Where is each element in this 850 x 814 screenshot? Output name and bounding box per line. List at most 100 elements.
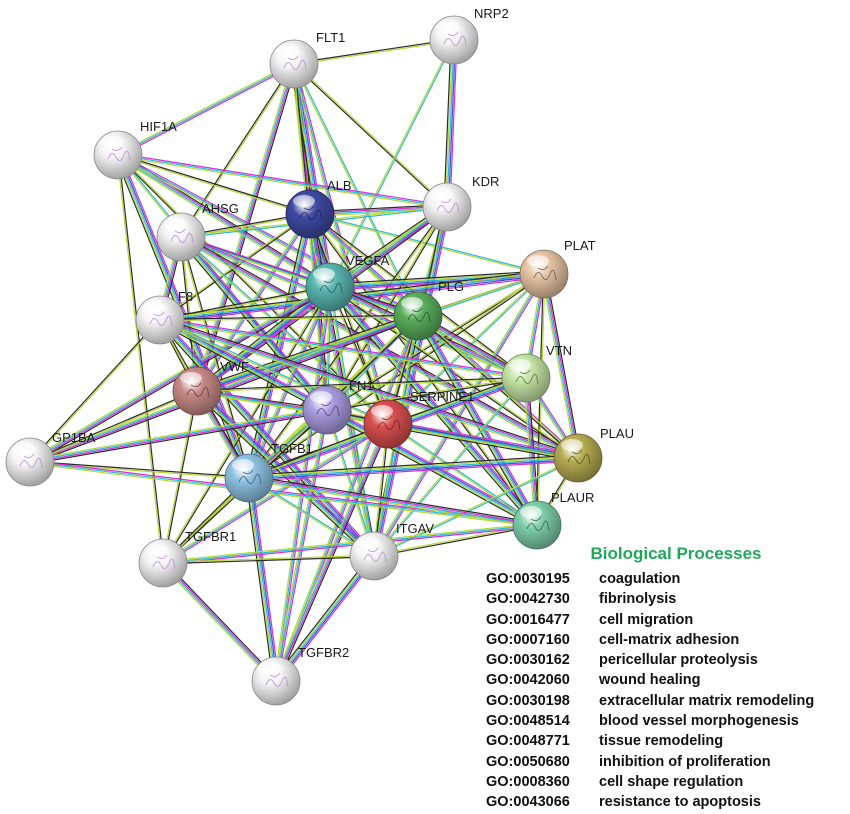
- edge-evidence-line: [329, 286, 538, 526]
- edge-evidence-line: [309, 214, 544, 276]
- protein-node-ALB[interactable]: ALB: [285, 178, 352, 239]
- protein-node-PLAU[interactable]: PLAU: [553, 426, 634, 483]
- interaction-edge-TGFBR1-ITGAV: [162, 554, 375, 565]
- protein-node-AHSG[interactable]: AHSG: [156, 201, 239, 262]
- protein-node-SERPINE1[interactable]: SERPINE1: [363, 389, 474, 449]
- protein-node-PLAUR[interactable]: PLAUR: [512, 490, 594, 550]
- edge-evidence-line: [248, 477, 277, 682]
- protein-node-HIF1A[interactable]: HIF1A: [93, 119, 177, 180]
- interaction-edge-ALB-PLAT: [309, 212, 545, 276]
- edge-evidence-line: [30, 411, 328, 465]
- edge-evidence-line: [196, 286, 331, 392]
- interaction-edge-PLAT-PLAU: [541, 273, 581, 459]
- edge-evidence-line: [117, 154, 448, 208]
- edge-evidence-line: [181, 235, 329, 410]
- go-term: cell shape regulation: [599, 773, 744, 790]
- node-label: PLAU: [600, 426, 634, 441]
- interaction-edge-TGFB1-PLAUR: [248, 475, 538, 528]
- edge-evidence-line: [118, 153, 311, 214]
- protein-node-VEGFA[interactable]: VEGFA: [305, 253, 390, 312]
- edge-evidence-line: [29, 461, 538, 526]
- edge-evidence-line: [329, 270, 544, 285]
- edge-evidence-line: [162, 522, 537, 563]
- edge-evidence-line: [163, 556, 375, 565]
- edge-evidence-line: [276, 410, 330, 682]
- interaction-edge-SERPINE1-TGFB1: [248, 422, 389, 480]
- edge-evidence-line: [158, 322, 326, 414]
- edge-evidence-line: [117, 154, 419, 317]
- edge-evidence-line: [327, 378, 527, 412]
- protein-structure-icon: [363, 547, 387, 563]
- node-highlight: [371, 405, 393, 417]
- interaction-edge-VEGFA-F8: [159, 285, 331, 322]
- protein-structure-icon: [149, 311, 173, 327]
- node-highlight: [430, 188, 452, 200]
- node-label: HIF1A: [140, 119, 177, 134]
- edge-evidence-line: [163, 391, 199, 564]
- node-label: F8: [178, 289, 193, 304]
- node-label: TGFBR2: [298, 645, 349, 660]
- node-label: PLG: [438, 279, 464, 294]
- edge-evidence-line: [163, 525, 538, 566]
- edge-evidence-line: [179, 237, 327, 412]
- protein-node-F8[interactable]: F8: [135, 289, 193, 345]
- protein-node-TGFBR1[interactable]: TGFBR1: [138, 529, 236, 588]
- interaction-edge-F8-FN1: [158, 316, 329, 414]
- edge-evidence-line: [273, 553, 373, 680]
- edge-evidence-line: [180, 236, 419, 317]
- node-highlight: [101, 136, 123, 148]
- protein-node-FN1[interactable]: FN1: [302, 378, 374, 435]
- protein-node-VTN[interactable]: VTN: [501, 343, 572, 403]
- interaction-edge-VWF-GP1BA: [29, 389, 198, 464]
- node-label: VEGFA: [346, 253, 390, 268]
- protein-node-ITGAV[interactable]: ITGAV: [349, 521, 434, 581]
- edge-evidence-line: [273, 409, 327, 681]
- edge-evidence-line: [246, 213, 310, 478]
- edge-evidence-line: [249, 477, 279, 681]
- interaction-edge-TGFB1-TGFBR2: [245, 477, 280, 682]
- interaction-edge-GP1BA-PLAUR: [29, 459, 538, 528]
- edge-evidence-line: [325, 410, 374, 557]
- protein-node-TGFBR2[interactable]: TGFBR2: [251, 645, 349, 706]
- protein-structure-icon: [407, 307, 431, 323]
- edge-evidence-line: [444, 39, 454, 207]
- protein-node-PLAT[interactable]: PLAT: [519, 238, 596, 299]
- edge-evidence-line: [159, 320, 526, 381]
- edge-evidence-line: [249, 214, 313, 479]
- go-term: cell-matrix adhesion: [599, 631, 740, 648]
- edge-evidence-line: [294, 63, 448, 207]
- edge-evidence-line: [116, 155, 163, 564]
- protein-node-TGFB1[interactable]: TGFB1: [224, 441, 313, 503]
- edge-evidence-line: [545, 273, 581, 458]
- biological-processes-title: Biological Processes: [590, 544, 762, 563]
- edge-evidence-line: [163, 562, 277, 681]
- edge-evidence-line: [293, 64, 447, 208]
- edge-evidence-line: [196, 376, 526, 391]
- protein-structure-icon: [443, 31, 467, 47]
- protein-node-NRP2[interactable]: NRP2: [429, 6, 509, 65]
- edge-evidence-line: [248, 478, 537, 527]
- edge-evidence-line: [163, 287, 332, 564]
- protein-node-FLT1[interactable]: FLT1: [269, 30, 345, 89]
- edge-evidence-line: [198, 288, 333, 394]
- edge-evidence-line: [248, 454, 578, 476]
- node-label: NRP2: [474, 6, 509, 21]
- go-id: GO:0048514: [486, 713, 570, 730]
- node-label: TGFBR1: [185, 529, 236, 544]
- protein-node-GP1BA[interactable]: GP1BA: [5, 430, 96, 487]
- interaction-edge-FLT1-KDR: [293, 63, 448, 208]
- edge-evidence-line: [387, 426, 578, 462]
- protein-node-KDR[interactable]: KDR: [422, 174, 499, 232]
- edge-evidence-line: [161, 390, 197, 563]
- protein-node-VWF[interactable]: VWF: [172, 359, 249, 416]
- edge-evidence-line: [249, 458, 579, 481]
- edge-evidence-line: [162, 554, 374, 563]
- edge-evidence-line: [331, 284, 540, 524]
- interaction-edge-HIF1A-KDR: [117, 152, 448, 210]
- edge-evidence-line: [417, 315, 538, 526]
- protein-node-PLG[interactable]: PLG: [393, 279, 464, 341]
- edge-evidence-line: [118, 152, 448, 207]
- edge-evidence-line: [249, 476, 538, 525]
